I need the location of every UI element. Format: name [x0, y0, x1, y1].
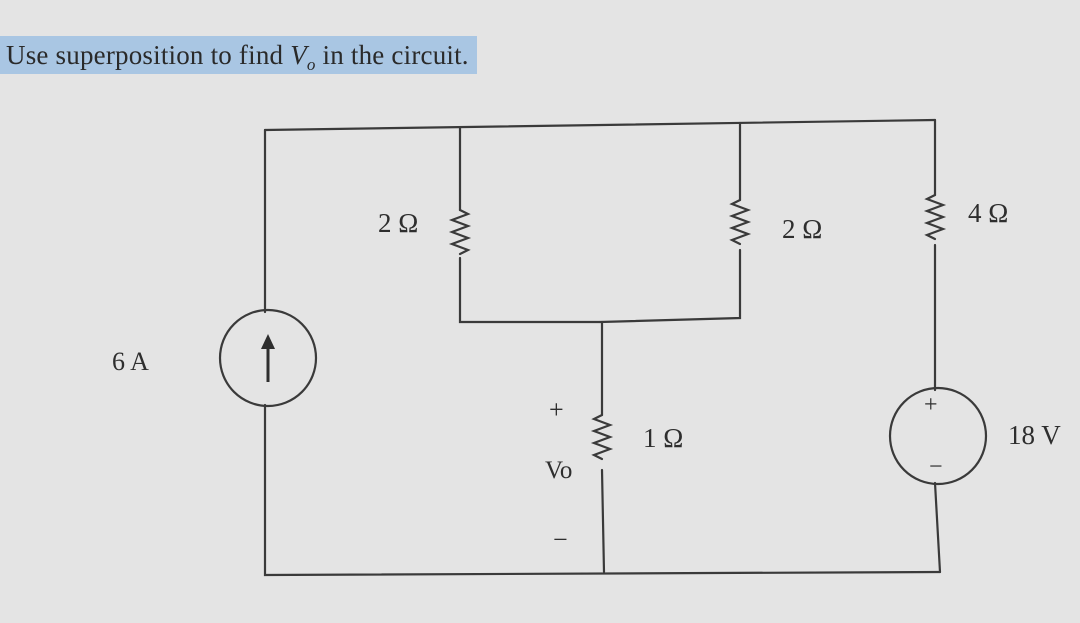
- question-text: Use superposition to find Vo in the circ…: [0, 36, 477, 74]
- voltage-source-plus: +: [924, 392, 938, 418]
- question-suffix: in the circuit.: [315, 40, 469, 70]
- current-source-label: 6 A: [112, 347, 149, 376]
- resistor-bottom-zigzag: [590, 413, 614, 461]
- wire-bottom-branch: [600, 320, 606, 574]
- vo-plus-sign: +: [549, 395, 564, 424]
- current-source-symbol: [218, 308, 318, 408]
- resistor-bottom-label: 1 Ω: [643, 423, 683, 453]
- question-variable-subscript: o: [306, 55, 316, 74]
- resistor-mid-zigzag: [728, 198, 752, 246]
- vo-label: Vo: [545, 457, 572, 484]
- up-arrow-icon: [261, 334, 275, 382]
- resistor-right-label: 4 Ω: [968, 198, 1008, 228]
- wire-left: [263, 128, 942, 577]
- resistor-right-zigzag: [923, 193, 947, 241]
- resistor-left-zigzag: [448, 208, 472, 256]
- resistor-left-label: 2 Ω: [378, 208, 418, 238]
- question-variable: V: [290, 40, 307, 70]
- resistor-mid-label: 2 Ω: [782, 214, 822, 244]
- vo-minus-sign: −: [553, 525, 568, 554]
- wire-top: [263, 118, 937, 132]
- voltage-source-minus: −: [929, 454, 943, 480]
- wire-inner-left: [458, 126, 602, 324]
- question-prefix: Use superposition to find: [6, 40, 291, 70]
- wire-right-branch: [933, 118, 942, 574]
- wire-inner-right: [598, 121, 742, 324]
- voltage-source-label: 18 V: [1008, 420, 1061, 450]
- voltage-source-symbol: [888, 386, 988, 486]
